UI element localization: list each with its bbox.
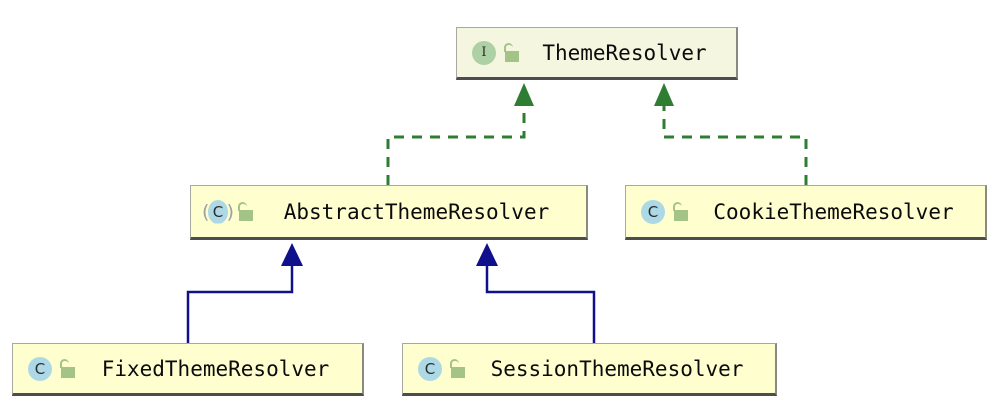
interface-glyph: I [472, 40, 496, 65]
class-glyph: C [418, 356, 442, 381]
interface-stereotype-icon: I [469, 38, 499, 68]
uml-node-fixedthemeresolver[interactable]: C FixedThemeResolver [12, 343, 364, 396]
abstract-class-stereotype-icon: ( C ) [202, 197, 234, 227]
edge-abstract-implements-themeresolver [386, 83, 534, 185]
uml-node-sessionthemeresolver[interactable]: C SessionThemeResolver [402, 343, 777, 396]
edge-cookie-implements-themeresolver [654, 83, 808, 185]
open-padlock-icon [449, 358, 467, 380]
class-glyph: C [641, 199, 665, 224]
abstract-class-glyph: C [208, 199, 228, 224]
uml-node-label: CookieThemeResolver [713, 199, 954, 224]
uml-node-abstractthemeresolver[interactable]: ( C ) AbstractThemeResolver [190, 185, 588, 240]
edge-fixed-extends-abstract [186, 243, 303, 343]
class-stereotype-icon: C [638, 197, 668, 227]
open-padlock-icon [59, 358, 77, 380]
edge-session-extends-abstract [476, 243, 596, 343]
uml-node-cookiethemeresolver[interactable]: C CookieThemeResolver [625, 185, 987, 240]
class-glyph: C [28, 356, 52, 381]
open-padlock-icon [237, 201, 255, 223]
uml-node-themeresolver[interactable]: I ThemeResolver [456, 27, 738, 80]
uml-node-label: AbstractThemeResolver [283, 199, 550, 224]
open-padlock-icon [672, 201, 690, 223]
uml-node-label: FixedThemeResolver [101, 356, 330, 381]
class-stereotype-icon: C [415, 354, 445, 384]
open-padlock-icon [503, 42, 521, 64]
uml-node-label: ThemeResolver [542, 40, 707, 65]
abstract-paren-right: ) [226, 200, 234, 223]
uml-node-label: SessionThemeResolver [490, 356, 744, 381]
abstract-paren-left: ( [202, 200, 210, 223]
class-stereotype-icon: C [25, 354, 55, 384]
